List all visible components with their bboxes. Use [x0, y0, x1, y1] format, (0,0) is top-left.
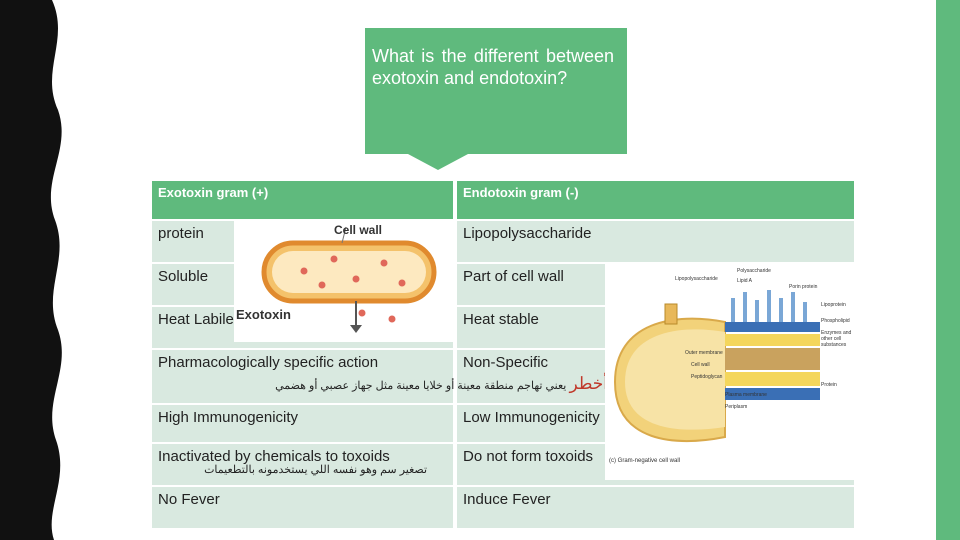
label-cell-wall: Cell wall	[691, 362, 710, 368]
right-accent-band	[936, 0, 960, 540]
exotoxin-label: Exotoxin	[236, 307, 291, 322]
row-fever-exo: No Fever	[152, 487, 453, 528]
label-outer-membrane: Outer membrane	[685, 350, 723, 356]
row-action-exo: Pharmacologically specific action	[152, 350, 453, 403]
header-endotoxin: Endotoxin gram (-)	[457, 181, 854, 219]
left-decorative-band	[0, 0, 62, 540]
label-plasma-membrane: Plasma membrane	[725, 392, 767, 398]
row-toxoid-exo: Inactivated by chemicals to toxoids	[152, 444, 453, 485]
arabic-note-action: أخطر يعني تهاجم منطقة معينة أو خلايا معي…	[275, 374, 608, 394]
label-protein: Protein	[821, 382, 837, 388]
label-phospholipid: Phospholipid	[821, 318, 850, 324]
header-exotoxin: Exotoxin gram (+)	[152, 181, 453, 219]
label-lipid-a: Lipid A	[737, 278, 753, 284]
label-peptidoglycan: Peptidoglycan	[691, 374, 723, 380]
label-lipopolysaccharide: Lipopolysaccharide	[675, 276, 718, 282]
figure-caption: (c) Gram-negative cell wall	[609, 458, 681, 464]
arabic-note-action-text: يعني تهاجم منطقة معينة أو خلايا معينة مث…	[275, 380, 567, 392]
question-callout	[365, 28, 627, 154]
cell-wall-label: Cell wall	[334, 223, 383, 237]
arabic-note-emphasis: أخطر	[569, 374, 608, 394]
label-porin-protein: Porin protein	[789, 284, 818, 290]
callout-pointer	[408, 154, 468, 170]
label-polysaccharide: Polysaccharide	[737, 268, 771, 274]
gram-negative-wall-diagram	[613, 290, 820, 442]
exotoxin-diagram	[261, 226, 437, 333]
row-fever-endo: Induce Fever	[457, 487, 854, 528]
row-immuno-exo: High Immunogenicity	[152, 405, 453, 442]
label-lipoprotein: Lipoprotein	[821, 302, 846, 308]
label-enzymes: Enzymes and other cell substances	[821, 330, 852, 348]
question-text: What is the different between exotoxin a…	[372, 46, 614, 88]
label-periplasm: Periplasm	[725, 404, 748, 410]
endotoxin-figure: (c) Gram-negative cell wall Lipopolysacc…	[605, 262, 854, 480]
row-protein-endo: Lipopolysaccharide	[457, 221, 854, 262]
arabic-note-toxoid: تصغير سم وهو نفسه اللي يستخدمونه بالتطعي…	[204, 464, 427, 476]
exotoxin-figure: Cell wall Exotoxin	[234, 221, 455, 342]
